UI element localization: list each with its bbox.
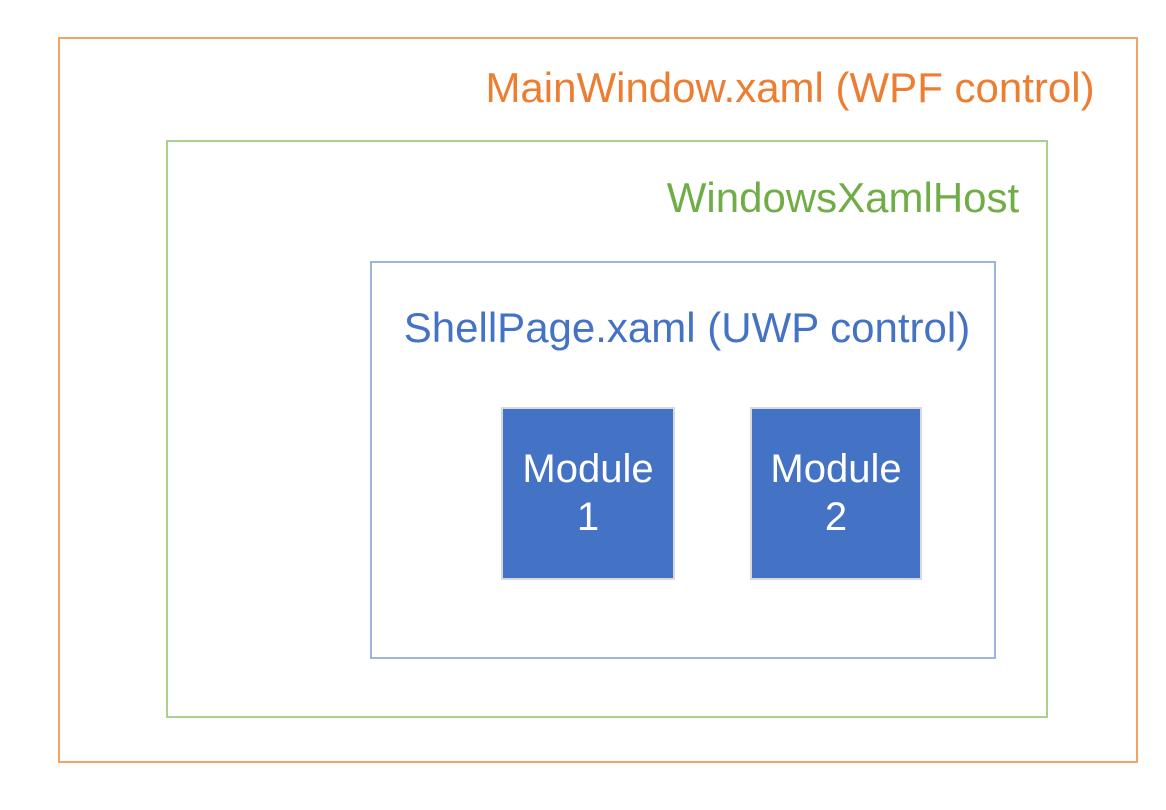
module-1-number: 1 — [576, 494, 600, 539]
module-1-name: Module — [522, 447, 654, 492]
module-2-name: Module — [770, 447, 902, 492]
module-2-box: Module 2 — [750, 407, 922, 580]
windowsxamlhost-box — [166, 140, 1048, 718]
mainwindow-wpf-box — [58, 37, 1138, 763]
windowsxamlhost-label: WindowsXamlHost — [666, 174, 1020, 221]
shellpage-uwp-label: ShellPage.xaml (UWP control) — [403, 304, 971, 351]
mainwindow-wpf-label: MainWindow.xaml (WPF control) — [485, 64, 1095, 111]
module-2-number: 2 — [824, 494, 848, 539]
module-1-box: Module 1 — [501, 407, 675, 580]
shellpage-uwp-box — [370, 261, 996, 659]
